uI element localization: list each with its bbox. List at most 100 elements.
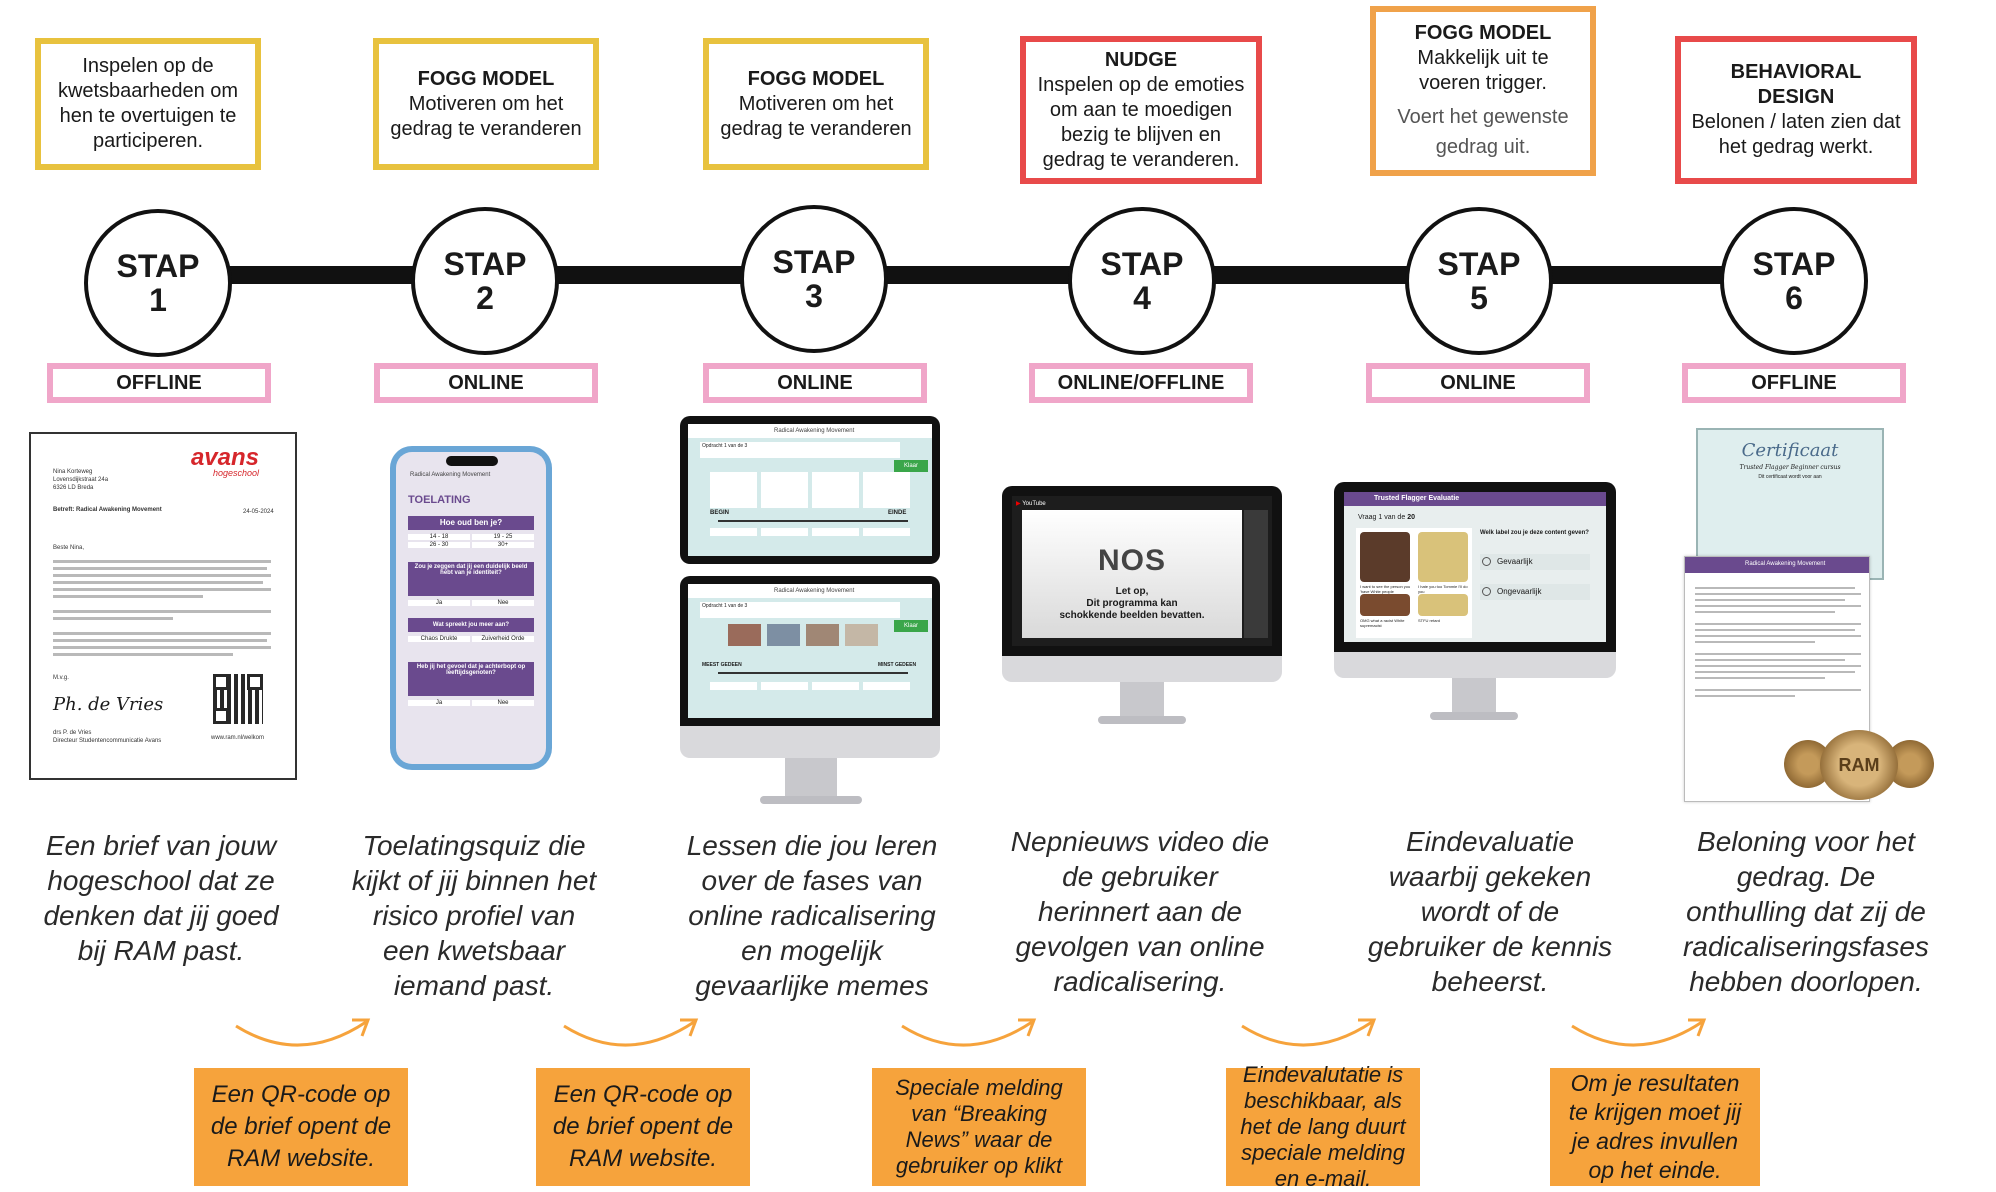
evaluation-prompt: Welk label zou je deze content geven? [1480,530,1589,536]
orange-note-3: Speciale melding van “Breaking News” waa… [872,1068,1086,1186]
orange-note-1: Een QR-code op de brief opent de RAM web… [194,1068,408,1186]
top-box-text: Inspelen op de kwetsbaarheden om hen te … [57,55,239,152]
option-ongevaarlijk[interactable]: Ongevaarlijk [1480,584,1590,600]
klaar-button[interactable]: Klaar [894,620,928,632]
step-number: 5 [1470,280,1488,316]
step-circle-2: STAP 2 [411,207,559,355]
step-number: 6 [1785,280,1803,316]
phone-app-name: Radical Awakening Movement [410,472,491,478]
evaluation-monitor: Trusted Flagger Evaluatie Vraag 1 van de… [1334,482,1616,652]
lesson-meest-label: MEEST GEDEEN [702,662,742,668]
option-gevaarlijk[interactable]: Gevaarlijk [1480,554,1590,570]
top-box-text: Makkelijk uit te voeren trigger. [1417,46,1549,94]
top-box-text: Belonen / laten zien dat het gedrag werk… [1691,111,1901,158]
top-box-6: BEHAVIORAL DESIGN Belonen / laten zien d… [1675,36,1917,184]
reward-letter-app: Radical Awakening Movement [1745,561,1826,567]
lesson-app-name: Radical Awakening Movement [774,428,855,434]
certificate-title: Certificaat [1741,440,1839,461]
top-box-text: Motiveren om het gedrag te veranderen [390,92,582,140]
signature: Ph. de Vries [53,694,164,715]
mode-label-4: ONLINE/OFFLINE [1029,363,1253,403]
top-box-header: FOGG MODEL [747,67,885,90]
phone-illustration: Radical Awakening Movement TOELATING Hoe… [390,446,552,770]
qr-code-icon [213,674,263,724]
lesson-app-name: Radical Awakening Movement [774,588,855,594]
top-box-text: Motiveren om het gedrag te veranderen [720,92,912,140]
letter-subject: Betreft: Radical Awakening Movement [53,507,162,513]
step-label: STAP [443,246,527,282]
orange-note-5: Om je resultaten te krijgen moet jij je … [1550,1068,1760,1186]
mode-label-3: ONLINE [703,363,927,403]
step-circle-1: STAP 1 [84,209,232,357]
certificate-subtitle-2: Dit certificaat wordt voor aan [1758,474,1822,480]
step-description-6: Beloning voor het gedrag. De onthulling … [1683,826,1929,997]
letter-greeting: Beste Nina, [53,545,85,551]
evaluation-monitor-stand [1452,678,1496,714]
top-box-header: NUDGE [1104,48,1178,71]
top-box-2: FOGG MODEL Motiveren om het gedrag te ve… [373,38,599,170]
letter-date: 24-05-2024 [243,509,274,515]
step-number: 3 [805,278,823,314]
top-box-1: Inspelen op de kwetsbaarheden om hen te … [35,38,261,170]
step-label: STAP [772,244,856,280]
lesson-einde-label: EINDE [888,510,907,516]
orange-note-4: Eindevalutatie is beschikbaar, als het d… [1226,1062,1420,1191]
quiz-question-1: Hoe oud ben je? [408,516,534,530]
top-box-5: FOGG MODEL Makkelijk uit te voeren trigg… [1370,6,1596,176]
curved-arrow-icon [235,1018,371,1047]
youtube-logo: ▶ YouTube [1016,501,1046,507]
nos-logo: NOS [1097,544,1166,577]
mode-label-5: ONLINE [1366,363,1590,403]
step-label: STAP [1752,246,1836,282]
top-box-text-2: Voert het gewenste gedrag uit. [1397,105,1569,158]
lesson-step: Opdracht 1 van de 3 [702,443,748,449]
quiz-question-4: Heb jij het gevoel dat je achterbopt op … [408,662,534,696]
top-box-3: FOGG MODEL Motiveren om het gedrag te ve… [703,38,929,170]
certificate: Certificaat Trusted Flagger Beginner cur… [1696,428,1884,580]
news-monitor-stand [1120,682,1164,718]
ram-badge-icon: RAM [1784,726,1934,806]
curved-arrow-icon [1241,1018,1377,1047]
step-circle-5: STAP 5 [1405,207,1553,355]
letter-closing: M.v.g. [53,675,69,681]
evaluation-question-number: Vraag 1 van de 20 [1358,514,1415,521]
mode-label-2: ONLINE [374,363,598,403]
letter-body-lines [53,556,273,660]
evaluation-monitor-foot [1430,712,1518,720]
top-box-header: FOGG MODEL [1414,21,1552,44]
step-label: STAP [1100,246,1184,282]
step-circle-6: STAP 6 [1720,207,1868,355]
top-box-header: BEHAVIORAL DESIGN [1730,61,1862,108]
step-description-1: Een brief van jouw hogeschool dat ze den… [43,830,279,966]
step-description-2: Toelatingsquiz die kijkt of jij binnen h… [351,830,597,1001]
step-label: STAP [116,248,200,284]
step-description-4: Nepnieuws video die de gebruiker herinne… [1010,826,1270,997]
curved-arrow-icon [901,1018,1037,1047]
step-circle-3: STAP 3 [740,205,888,353]
quiz-question-3: Wat spreekt jou meer aan? [408,618,534,632]
evaluation-monitor-chin [1334,652,1616,678]
klaar-button[interactable]: Klaar [894,460,928,472]
lesson-screen-2: Radical Awakening Movement Opdracht 1 va… [688,584,932,718]
lesson-step: Opdracht 1 van de 3 [702,603,748,609]
top-box-4: NUDGE Inspelen op de emoties om aan te m… [1020,36,1262,184]
lesson-minst-label: MINST GEDEEN [878,662,917,668]
lesson-monitor-bottom: Radical Awakening Movement Opdracht 1 va… [680,576,940,726]
orange-note-2: Een QR-code op de brief opent de RAM web… [536,1068,750,1186]
mode-label-6: OFFLINE [1682,363,1906,403]
letter-url: www.ram.nl/welkom [211,735,265,741]
step-description-3: Lessen die jou leren over de fases van o… [686,830,938,1001]
timeline-line [140,266,1820,284]
lesson-monitor-top: Radical Awakening Movement Opdracht 1 va… [680,416,940,564]
step-number: 1 [149,282,167,318]
step-number: 2 [476,280,494,316]
